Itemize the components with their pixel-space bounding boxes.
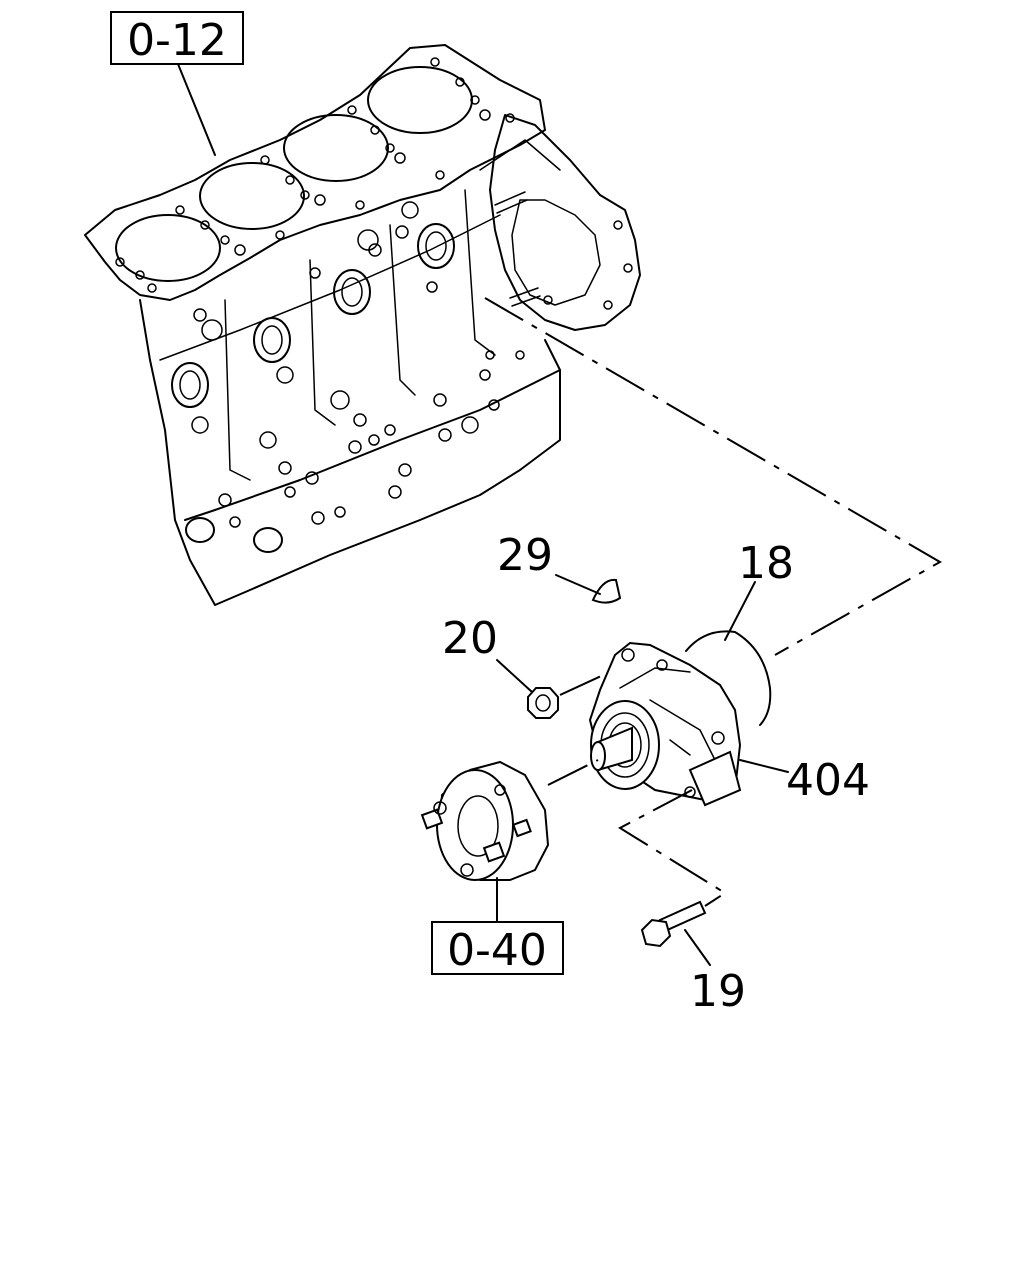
assembly-line-block <box>484 297 943 656</box>
leader-water-pump <box>739 759 789 773</box>
flange-bolt-hole <box>603 300 613 310</box>
bolt-head <box>640 918 672 948</box>
assembly-line-shaft <box>547 759 599 786</box>
nut-hex <box>527 687 559 719</box>
reference-cylinder-block[interactable]: 0-12 <box>110 11 244 66</box>
gasket-holes <box>115 57 515 293</box>
flange-bolt-hole <box>543 295 553 305</box>
flywheel-housing-flange <box>489 114 641 331</box>
pump-bolt-hole <box>621 648 635 662</box>
woodruff-key-29[interactable] <box>591 578 622 604</box>
assembly-line-bolt <box>617 789 727 907</box>
block-skirt <box>184 369 561 521</box>
block-rib-4 <box>464 189 496 356</box>
leader-o-ring <box>724 581 756 641</box>
o-ring-18[interactable] <box>685 630 772 726</box>
hub-bore <box>457 795 499 857</box>
flywheel-housing-opening <box>511 199 601 306</box>
pump-shaft-end <box>590 741 606 771</box>
leader-nut <box>496 659 533 693</box>
engine-block-illustration <box>84 44 641 606</box>
pump-bolt-hole <box>684 786 696 798</box>
callout-bolt: 19 <box>690 966 746 1017</box>
leader-bolt <box>684 929 711 966</box>
hub-studs <box>420 784 532 877</box>
flange-bolt-hole <box>613 220 623 230</box>
cylinder-bore-4 <box>367 66 473 134</box>
block-side-outline <box>139 299 561 606</box>
nut-bore <box>535 694 551 712</box>
o-ring-arc <box>685 630 772 726</box>
core-plugs <box>171 223 455 553</box>
pump-outlet <box>688 750 742 807</box>
reference-pulley-hub[interactable]: 0-40 <box>431 921 564 976</box>
pump-bolt-hole <box>711 731 725 745</box>
block-water-rail <box>159 214 501 361</box>
water-pump-assembly-404[interactable] <box>588 641 742 807</box>
cylinder-bore-1 <box>115 214 221 282</box>
reference-label: 0-40 <box>447 925 547 976</box>
head-gasket-outline <box>84 44 546 301</box>
block-rib-2 <box>309 259 336 426</box>
reference-label: 0-12 <box>127 15 227 66</box>
woodruff-key-shape <box>591 578 622 604</box>
callout-woodruff-key: 29 <box>497 530 553 581</box>
pump-bolt-hole <box>656 659 668 671</box>
leader-cylinder-block <box>177 63 216 156</box>
flywheel-housing-inner <box>479 139 561 171</box>
callout-nut: 20 <box>442 613 498 664</box>
block-bosses <box>191 201 525 528</box>
callout-water-pump: 404 <box>786 755 870 806</box>
stud <box>494 191 528 214</box>
pulley-hub-assembly[interactable] <box>420 760 550 881</box>
stud <box>509 287 541 307</box>
reference-box <box>431 921 564 975</box>
cylinder-bore-3 <box>283 114 389 182</box>
leader-woodruff-key <box>555 574 601 595</box>
block-rib-3 <box>389 224 416 396</box>
block-rib-1 <box>224 299 251 481</box>
flange-bolt-hole <box>623 263 633 273</box>
callout-o-ring: 18 <box>738 538 794 589</box>
cylinder-bore-2 <box>199 162 305 230</box>
bolt-19[interactable] <box>640 900 707 948</box>
reference-box <box>110 11 244 65</box>
nut-20[interactable] <box>527 687 559 719</box>
hub-face <box>436 769 514 881</box>
